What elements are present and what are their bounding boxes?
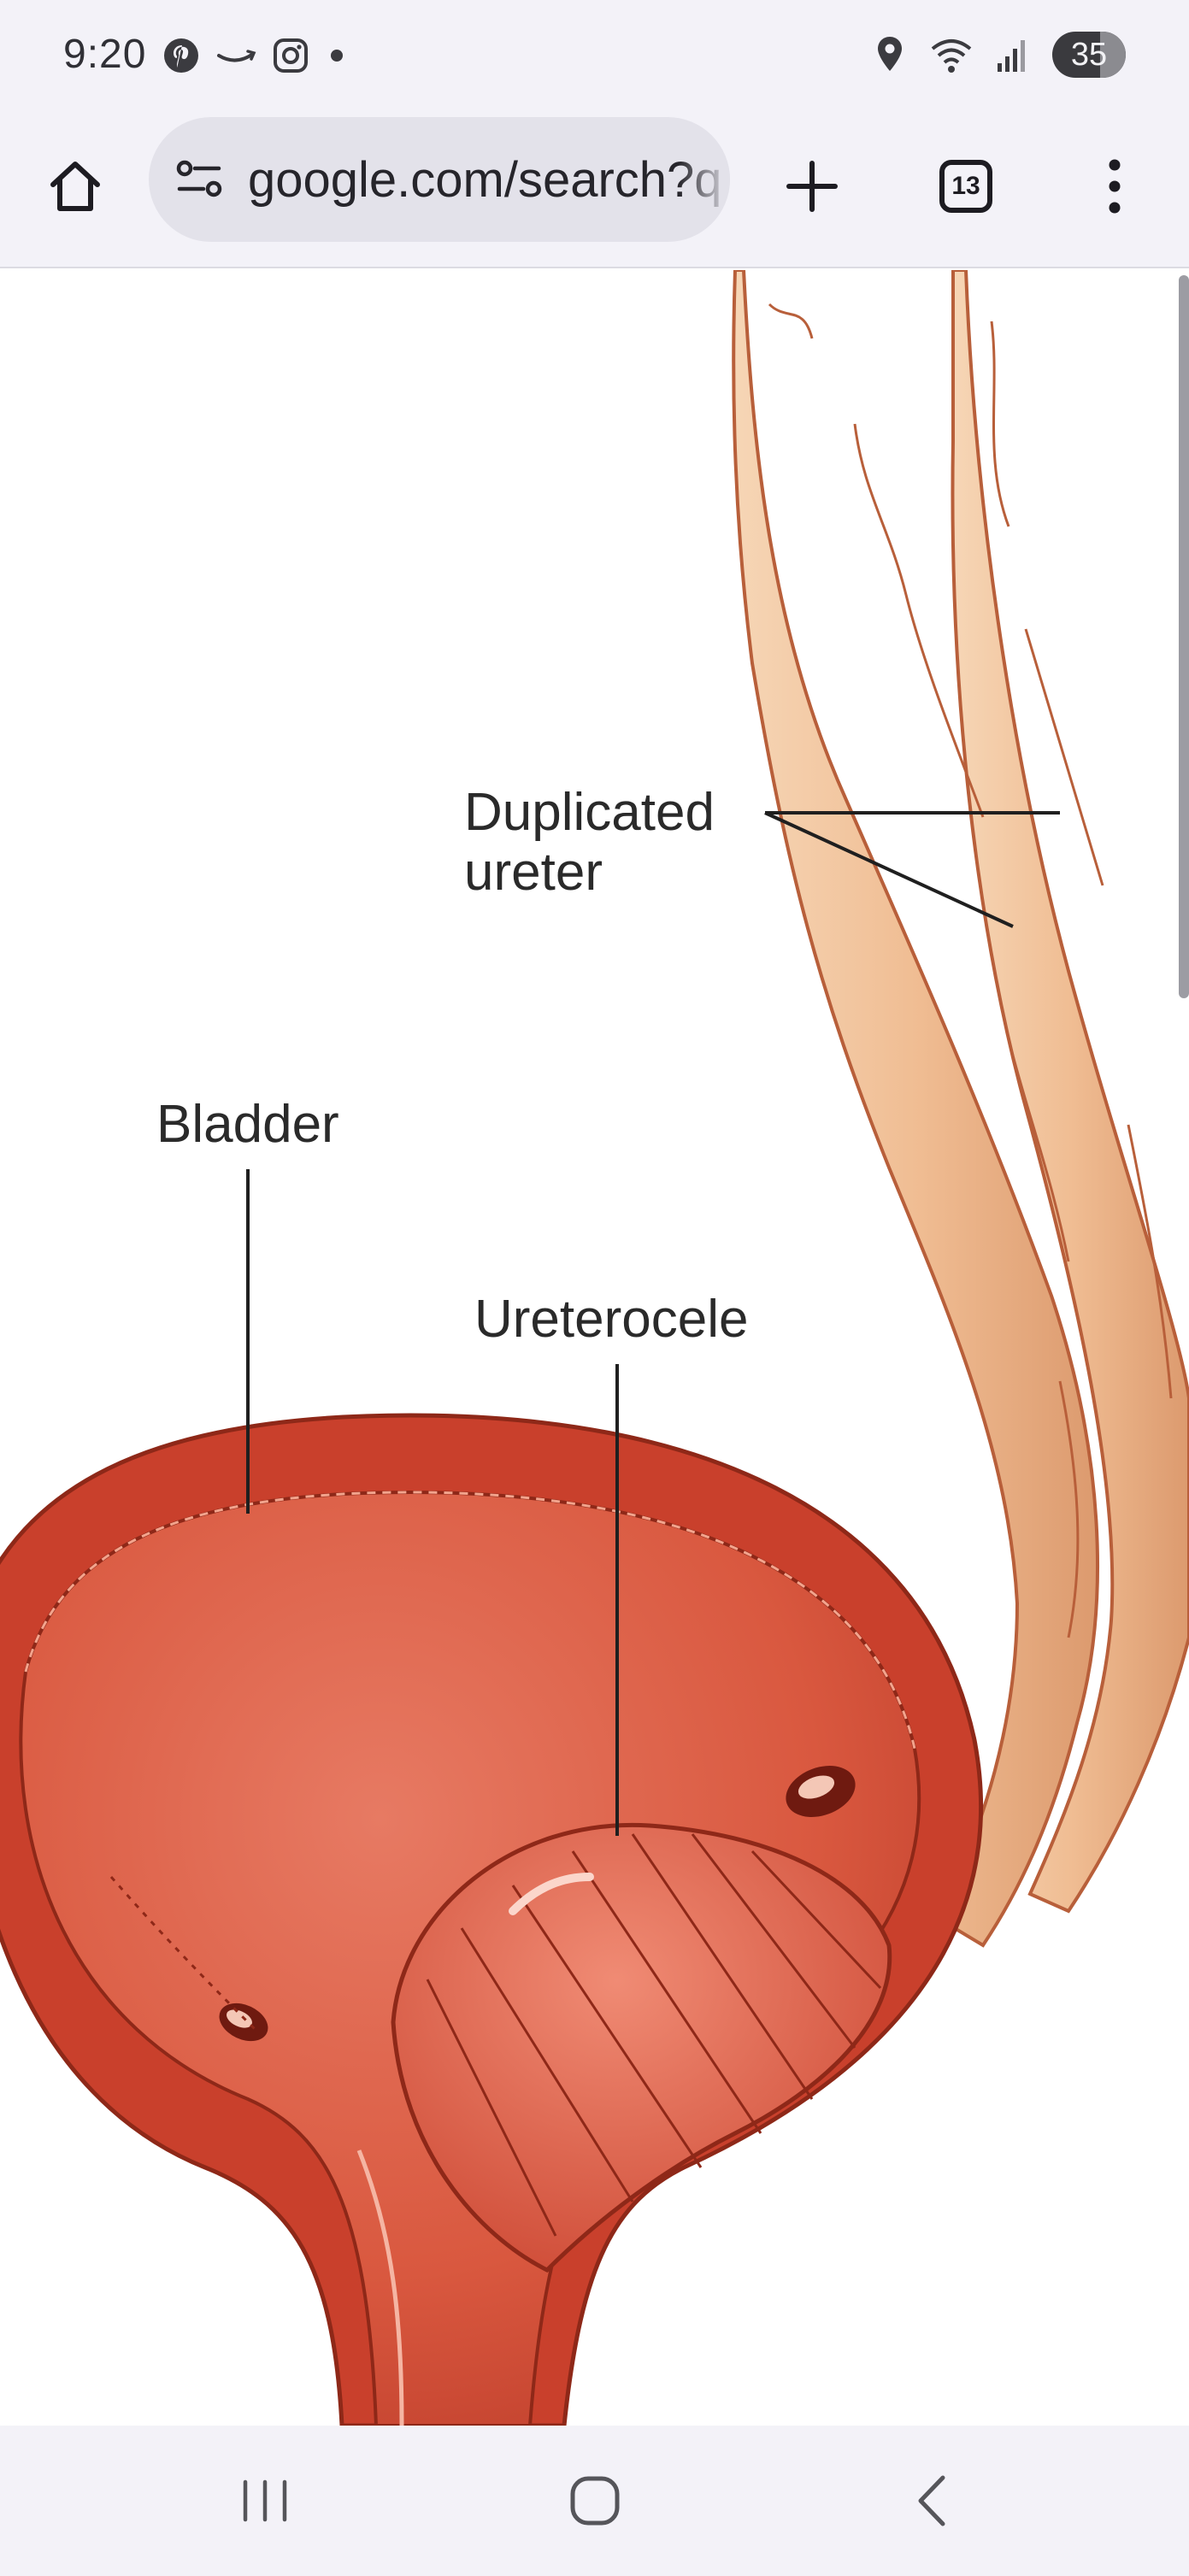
- recent-apps-icon: [243, 2479, 287, 2522]
- url-text[interactable]: google.com/search?q: [248, 152, 722, 208]
- wifi-icon: [931, 39, 972, 73]
- amazon-icon: [217, 50, 256, 62]
- home-button[interactable]: [34, 145, 116, 227]
- status-bar: 9:20: [0, 0, 1189, 109]
- battery-icon: 35: [1052, 32, 1126, 78]
- tab-switcher-icon: 13: [939, 160, 992, 213]
- label-ureter: ureter: [464, 843, 603, 902]
- image-viewer[interactable]: Duplicated ureter Bladder Ureterocele: [0, 270, 1189, 2426]
- home-circle-icon: [570, 2476, 620, 2526]
- home-nav-button[interactable]: [544, 2460, 646, 2542]
- scrollbar-thumb[interactable]: [1179, 275, 1189, 998]
- more-menu-icon: [1109, 159, 1121, 214]
- system-nav-bar: [0, 2426, 1189, 2576]
- duplicated-ureter: [732, 270, 1189, 1948]
- dot-icon: [331, 50, 343, 62]
- back-button[interactable]: [880, 2460, 983, 2542]
- notification-icons: [162, 34, 349, 77]
- address-bar[interactable]: google.com/search?q: [149, 117, 730, 242]
- ureterocele: [391, 1766, 892, 2273]
- location-icon: [878, 37, 902, 71]
- more-menu-button[interactable]: [1074, 145, 1156, 227]
- browser-toolbar: google.com/search?q 13: [0, 109, 1189, 268]
- label-ureterocele: Ureterocele: [474, 1290, 748, 1349]
- url-fade: [679, 117, 730, 242]
- signal-icon: [998, 40, 1025, 72]
- back-icon: [918, 2475, 945, 2526]
- label-duplicated: Duplicated: [464, 783, 715, 842]
- tab-switcher-button[interactable]: 13: [925, 145, 1007, 227]
- battery-level: 35: [1070, 36, 1108, 73]
- recent-apps-button[interactable]: [214, 2460, 316, 2542]
- site-settings-icon[interactable]: [174, 155, 224, 204]
- pinterest-icon: [164, 38, 198, 73]
- system-icons: 35: [873, 31, 1126, 79]
- anatomy-illustration: Duplicated ureter Bladder Ureterocele: [0, 270, 1189, 2426]
- leader-lines: [246, 811, 1060, 1836]
- new-tab-icon: [786, 161, 838, 212]
- home-icon: [50, 162, 100, 211]
- instagram-icon: [274, 38, 308, 73]
- label-bladder: Bladder: [156, 1095, 339, 1154]
- new-tab-button[interactable]: [771, 145, 853, 227]
- status-time: 9:20: [63, 32, 147, 77]
